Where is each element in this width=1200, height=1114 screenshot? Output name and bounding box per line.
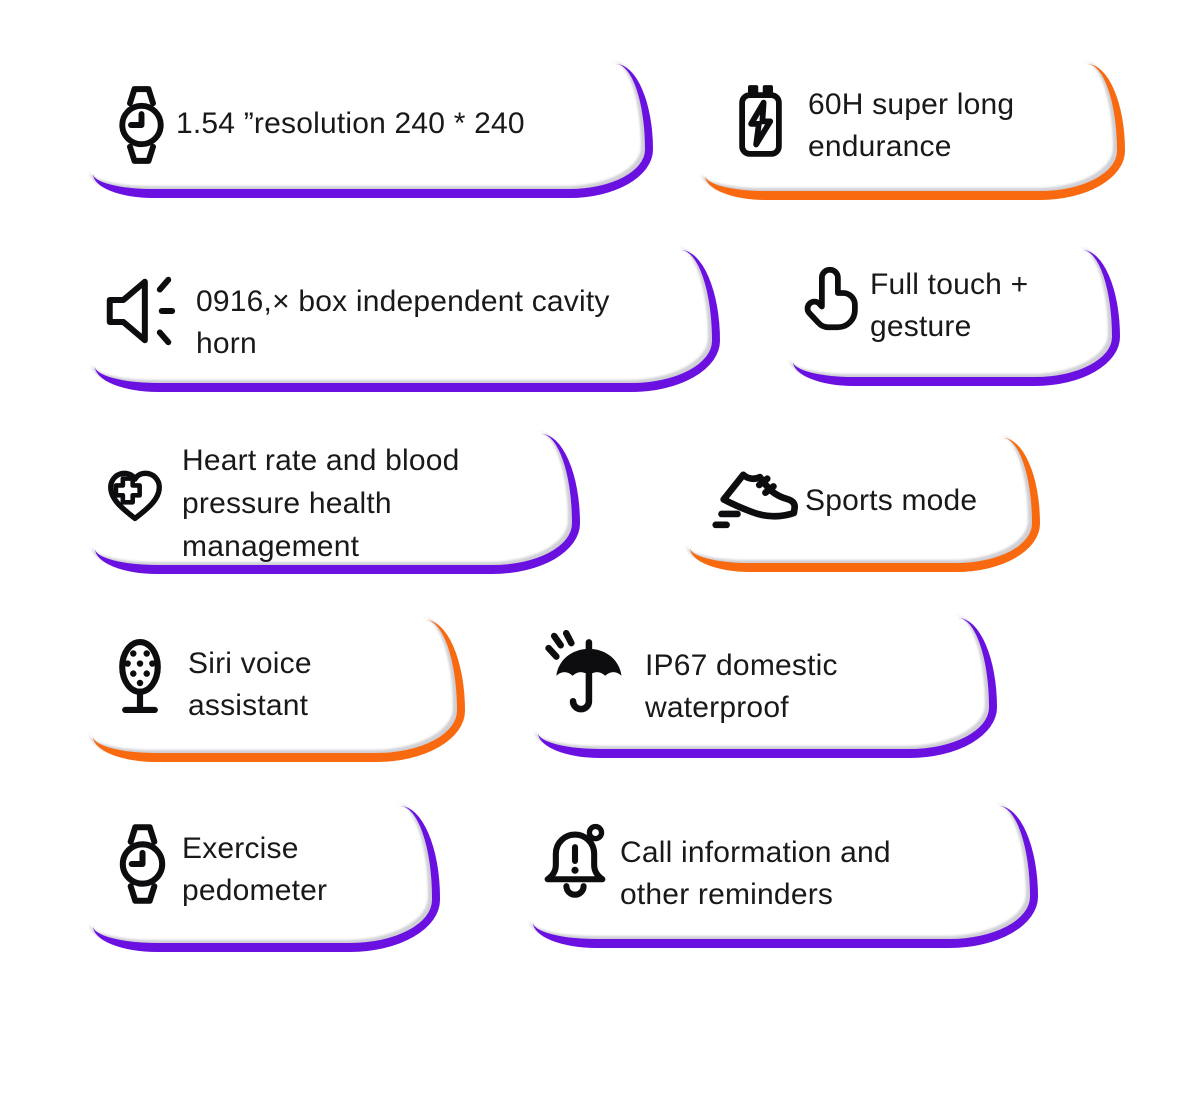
feature-line: horn [196, 327, 257, 360]
feature-card-resolution: 1.54 ”resolution 240 * 240 [93, 64, 653, 198]
feature-text: 1.54 ”resolution 240 * 240 [176, 103, 525, 145]
microphone-icon [112, 636, 168, 722]
feature-line: Sports mode [805, 484, 978, 517]
feature-card-battery: 60H super long endurance [705, 64, 1125, 200]
feature-line: assistant [188, 689, 309, 722]
feature-line: Exercise [182, 832, 299, 865]
feature-text: Sports mode [805, 480, 977, 522]
feature-text: Full touch + gesture [870, 264, 1028, 348]
feature-line: Heart rate and blood [182, 444, 460, 477]
feature-line: Full touch + [870, 268, 1029, 301]
feature-text: 60H super long endurance [808, 84, 1014, 168]
feature-line: other reminders [620, 878, 834, 911]
feature-line: IP67 domestic [645, 649, 838, 682]
speaker-icon [103, 272, 188, 350]
feature-card-touch: Full touch + gesture [793, 250, 1120, 386]
bell-alert-icon [538, 818, 612, 908]
feature-line: pedometer [182, 874, 328, 907]
heart-cross-icon [98, 458, 172, 528]
feature-card-siri: Siri voice assistant [93, 620, 465, 762]
touch-hand-icon [800, 260, 860, 346]
battery-icon [733, 82, 788, 162]
feature-card-speaker: 0916,× box independent cavity horn [95, 250, 720, 392]
feature-text: Exercise pedometer [182, 828, 327, 912]
feature-line: management [182, 530, 360, 563]
feature-line: endurance [808, 130, 952, 163]
feature-card-pedometer: Exercise pedometer [93, 806, 440, 952]
feature-line: 60H super long [808, 88, 1015, 121]
feature-line: gesture [870, 310, 972, 343]
feature-card-waterproof: IP67 domestic waterproof [538, 618, 997, 758]
feature-text: Heart rate and blood pressure health man… [182, 439, 460, 568]
feature-line: Siri voice [188, 647, 312, 680]
feature-text: Call information and other reminders [620, 832, 891, 916]
feature-line: pressure health [182, 487, 392, 520]
feature-card-heart-rate: Heart rate and blood pressure health man… [95, 434, 580, 574]
feature-text: Siri voice assistant [188, 643, 312, 727]
feature-text: IP67 domestic waterproof [645, 645, 838, 729]
feature-card-reminders: Call information and other reminders [533, 806, 1038, 948]
umbrella-rain-icon [545, 628, 630, 722]
watch-icon [113, 84, 170, 166]
feature-line: 0916,× box independent cavity [196, 285, 610, 318]
feature-card-sports: Sports mode [690, 438, 1040, 572]
watch-icon [113, 822, 172, 906]
feature-line: Call information and [620, 836, 891, 869]
sport-shoe-icon [712, 448, 805, 535]
feature-line: 1.54 ”resolution 240 * 240 [176, 107, 525, 140]
feature-line: waterproof [645, 691, 789, 724]
feature-text: 0916,× box independent cavity horn [196, 281, 610, 365]
